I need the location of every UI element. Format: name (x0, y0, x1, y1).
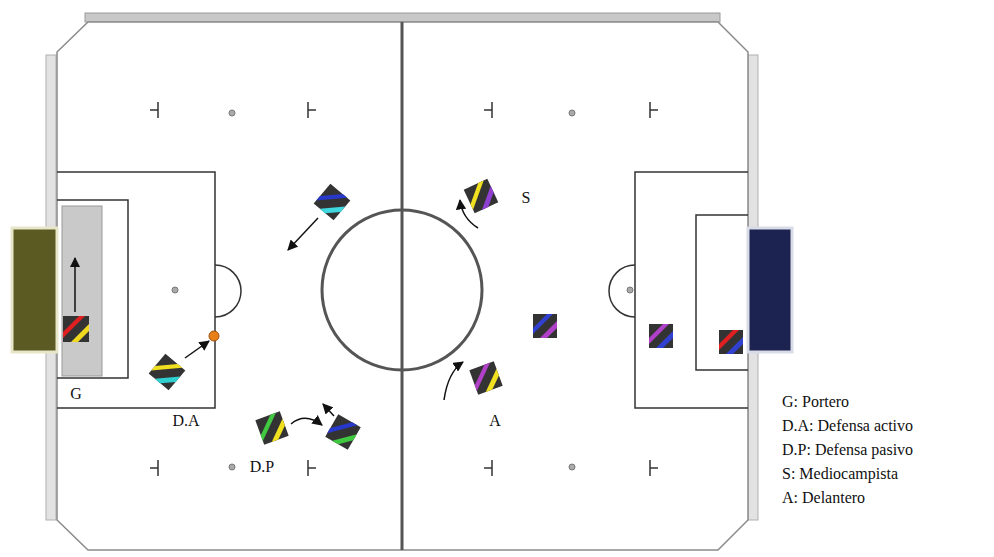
legend-text: D.P: Defensa pasivo (780, 440, 915, 459)
right-penalty-area (609, 172, 748, 408)
role-label: D.A (170, 411, 201, 430)
center-line (401, 22, 404, 550)
motion-arrows (75, 200, 478, 425)
left-goal (12, 228, 57, 352)
legend-text: A: Delantero (780, 488, 867, 507)
spot-dots (172, 110, 633, 470)
robot-midfielder (464, 179, 499, 214)
ball (209, 331, 219, 341)
role-label: A (487, 411, 503, 430)
left-penalty-area (57, 172, 241, 408)
robot-passive-defender (255, 411, 288, 444)
robot-teammate (325, 414, 361, 450)
center-circle (322, 210, 482, 370)
legend-text: D.A: Defensa activo (780, 416, 915, 435)
top-wall (85, 13, 720, 22)
role-label: G (68, 384, 84, 403)
field-marks (150, 102, 658, 476)
robot-defender (314, 184, 351, 221)
right-goal (748, 228, 792, 352)
robot-forward (469, 361, 502, 394)
field-outline (57, 22, 748, 550)
robot-opponent (533, 314, 557, 338)
robot-opponent-goalkeeper (719, 330, 743, 354)
role-label: S (520, 188, 533, 207)
legend-text: S: Mediocampista (780, 464, 900, 483)
role-label: D.P (248, 457, 276, 476)
robot-opponent (649, 324, 673, 348)
goal-area-shade (62, 206, 102, 376)
robot-goalkeeper (63, 316, 89, 342)
legend-text: G: Portero (780, 392, 851, 411)
robot-active-defender (149, 354, 186, 391)
